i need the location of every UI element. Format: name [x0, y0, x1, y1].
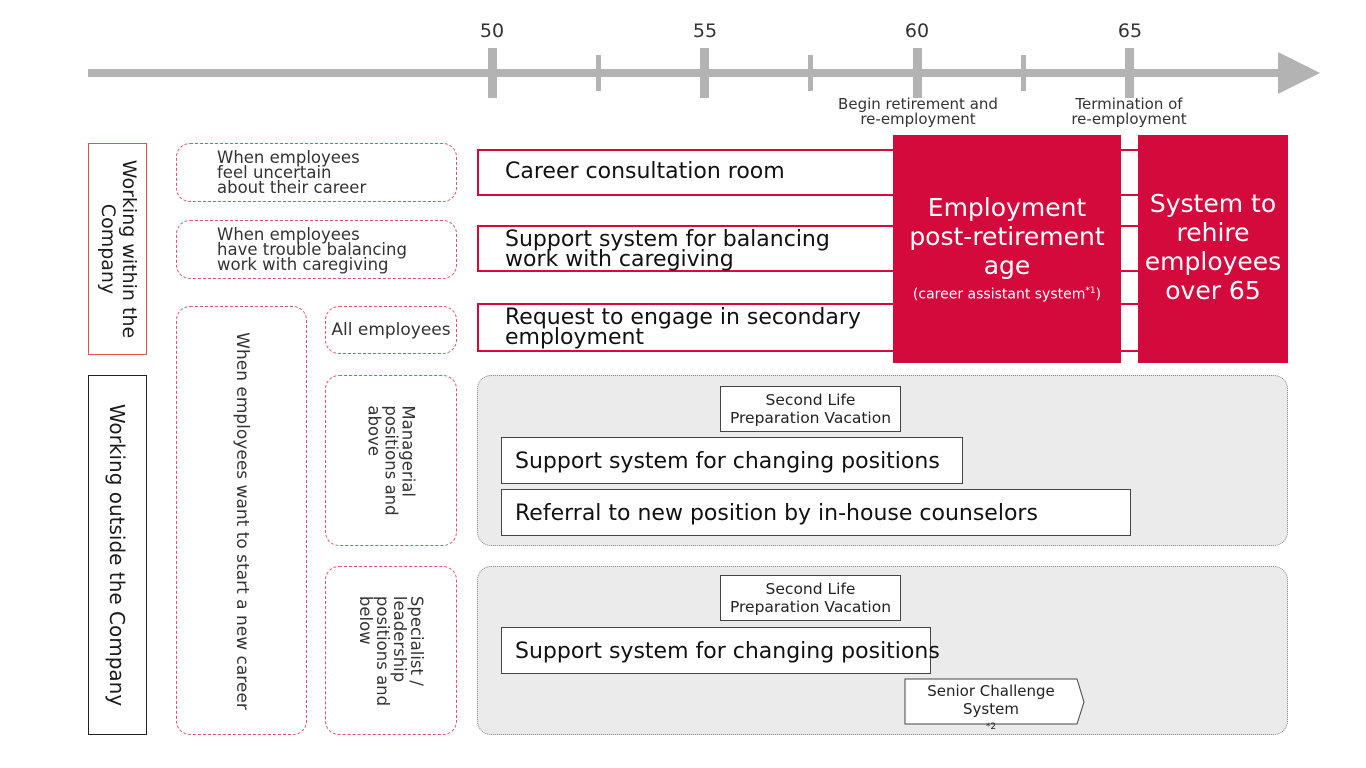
changing-positions-label-specialist: Support system for changing positions	[515, 639, 940, 664]
timeline-arrowhead	[1278, 52, 1320, 94]
program-bar-caregiving	[477, 225, 895, 272]
tick-label-60: 60	[904, 20, 930, 42]
post-retirement-employment-box: Employment post-retirement age (career a…	[893, 135, 1121, 363]
connector-line	[1120, 225, 1140, 227]
senior-challenge-system: Senior Challenge System *2	[927, 682, 1055, 732]
tick-label-65: 65	[1117, 20, 1143, 42]
connector-line	[1120, 350, 1140, 352]
connector-line	[1120, 270, 1140, 272]
condition-managerial: Managerial positions and above	[325, 375, 457, 546]
condition-uncertain	[176, 143, 457, 202]
program-bar-secondary	[477, 303, 895, 352]
program-bar-consultation	[477, 149, 895, 196]
minor-tick	[596, 55, 601, 91]
section-label-outside: Working outside the Company	[88, 375, 147, 735]
age-timeline	[88, 48, 1320, 98]
changing-positions-box-specialist	[501, 627, 931, 674]
program-secondary-label: Request to engage in secondary employmen…	[505, 305, 861, 350]
milestone-begin-reemployment: Begin retirement and re-employment	[838, 95, 998, 128]
senior-challenge-flag-shape	[904, 678, 1085, 725]
major-tick-65	[1125, 48, 1134, 98]
changing-positions-box-managerial	[501, 437, 963, 484]
minor-tick	[1021, 55, 1026, 91]
connector-line	[1120, 303, 1140, 305]
milestone-termination: Termination of re-employment	[1071, 95, 1187, 128]
program-caregiving-label: Support system for balancing work with c…	[505, 227, 830, 272]
referral-box	[501, 489, 1131, 536]
major-tick-55	[700, 48, 709, 98]
condition-caregiving-text: When employees have trouble balancing wo…	[217, 225, 407, 274]
condition-caregiving	[176, 220, 457, 279]
condition-specialist: Specialist / leadership positions and be…	[325, 566, 457, 735]
second-life-vacation-specialist: Second Life Preparation Vacation	[720, 575, 901, 621]
minor-tick	[808, 55, 813, 91]
major-tick-50	[488, 48, 497, 98]
career-assistant-note: (career assistant system*1)	[912, 286, 1102, 303]
referral-label: Referral to new position by in-house cou…	[515, 501, 1038, 526]
condition-uncertain-text: When employees feel uncertain about thei…	[217, 148, 367, 197]
timeline-axis	[88, 69, 1288, 77]
condition-all-employees: All employees	[325, 306, 457, 354]
condition-new-career: When employees want to start a new caree…	[176, 306, 307, 735]
connector-line	[1120, 149, 1140, 151]
major-tick-60	[913, 48, 922, 98]
program-consultation-label: Career consultation room	[505, 159, 785, 184]
second-life-vacation-managerial: Second Life Preparation Vacation	[720, 386, 901, 432]
tick-label-55: 55	[692, 20, 718, 42]
rehire-over-65-box: System to rehire employees over 65	[1138, 135, 1288, 363]
changing-positions-label-managerial: Support system for changing positions	[515, 449, 940, 474]
connector-line	[1120, 194, 1140, 196]
section-label-inside: Working within the Company	[88, 143, 147, 355]
tick-label-50: 50	[479, 20, 505, 42]
